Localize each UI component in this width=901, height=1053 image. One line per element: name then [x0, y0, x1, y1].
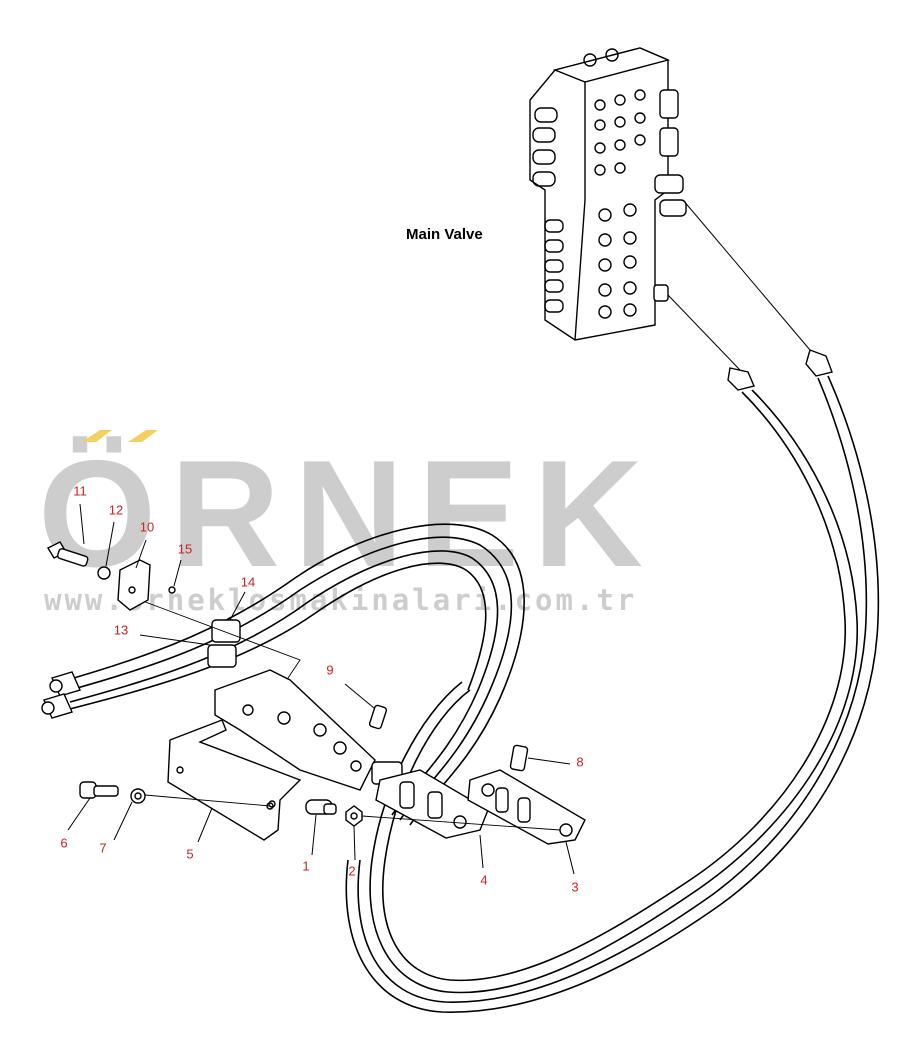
bolt-6: [79, 781, 119, 799]
callout-12: 12: [108, 502, 124, 518]
clamp-block-3: [467, 769, 586, 845]
main-valve-label: Main Valve: [406, 226, 483, 243]
small-bracket: [117, 559, 151, 611]
main-valve-assembly: [529, 47, 687, 341]
mounting-plate: [167, 719, 302, 841]
callout-1: 1: [302, 858, 310, 874]
callout-7: 7: [99, 840, 107, 856]
hose-clamps: [207, 619, 241, 668]
callout-8: 8: [576, 754, 584, 770]
clamp-block-4: [375, 769, 489, 839]
hose-fitting-right-a: [727, 349, 833, 391]
bolt: [47, 541, 89, 567]
callout-15: 15: [177, 541, 193, 557]
callout-4: 4: [480, 872, 488, 888]
elbow-fitting: [305, 799, 337, 815]
callout-9: 9: [326, 662, 334, 678]
callout-10: 10: [139, 519, 155, 535]
callout-5: 5: [186, 846, 194, 862]
callout-6: 6: [60, 835, 68, 851]
callout-3: 3: [571, 879, 579, 895]
hose-end-fittings: [41, 671, 81, 719]
leader-lines: [67, 503, 575, 875]
spacer-8: [509, 744, 529, 772]
callout-2: 2: [348, 863, 356, 879]
hose-pair-main: [345, 375, 880, 1013]
spacer-9: [368, 704, 388, 730]
callout-11: 11: [73, 483, 87, 499]
callout-13: 13: [113, 622, 129, 638]
callout-14: 14: [240, 574, 256, 590]
